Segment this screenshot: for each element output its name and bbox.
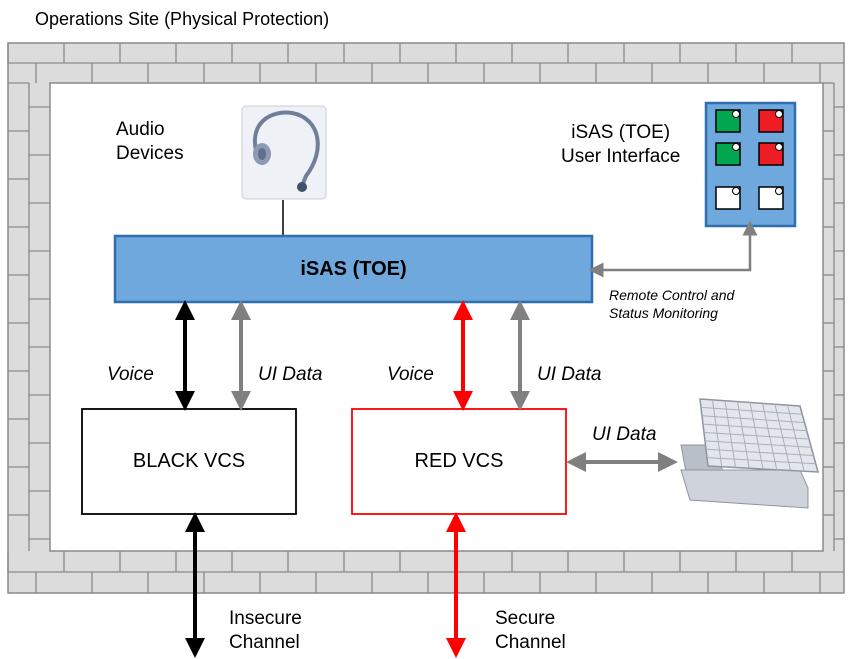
ui-label-line2: User Interface (561, 145, 681, 167)
isas-box (113, 234, 594, 304)
audio-devices-label: Audio Devices (116, 118, 184, 166)
remote-control-label: Remote Control and Status Monitoring (609, 287, 734, 322)
remote-control-line2: Status Monitoring (609, 304, 718, 321)
insecure-channel-line2: Channel (229, 631, 300, 653)
insecure-channel-line1: Insecure (229, 608, 302, 629)
red-voice-label: Voice (387, 364, 434, 385)
red-uidata-label: UI Data (537, 364, 602, 385)
secure-channel-label: Secure Channel (495, 607, 566, 655)
red-vcs-label: RED VCS (414, 450, 504, 472)
panel-uidata-label: UI Data (592, 424, 657, 445)
ui-label: iSAS (TOE) User Interface (561, 121, 680, 169)
black-vcs-label: BLACK VCS (132, 450, 246, 472)
insecure-channel-label: Insecure Channel (229, 607, 302, 655)
panel-keys (715, 109, 784, 210)
touch-keyboard-icon (680, 398, 819, 509)
remote-control-connector (588, 220, 758, 278)
audio-devices-line1: Audio (116, 119, 165, 140)
black-vcs-box (81, 408, 297, 515)
audio-devices-line2: Devices (116, 142, 184, 164)
site-label: Operations Site (Physical Protection) (35, 9, 330, 29)
isas-label: iSAS (TOE) (300, 257, 407, 280)
remote-control-line1: Remote Control and (609, 287, 735, 303)
headset-icon (241, 105, 327, 200)
secure-channel-line2: Channel (495, 631, 566, 653)
keypad-panel-icon (704, 101, 797, 228)
black-uidata-label: UI Data (258, 364, 323, 385)
ui-label-line1: iSAS (TOE) (571, 122, 671, 143)
secure-channel-line1: Secure (495, 608, 556, 629)
black-voice-label: Voice (107, 364, 154, 385)
